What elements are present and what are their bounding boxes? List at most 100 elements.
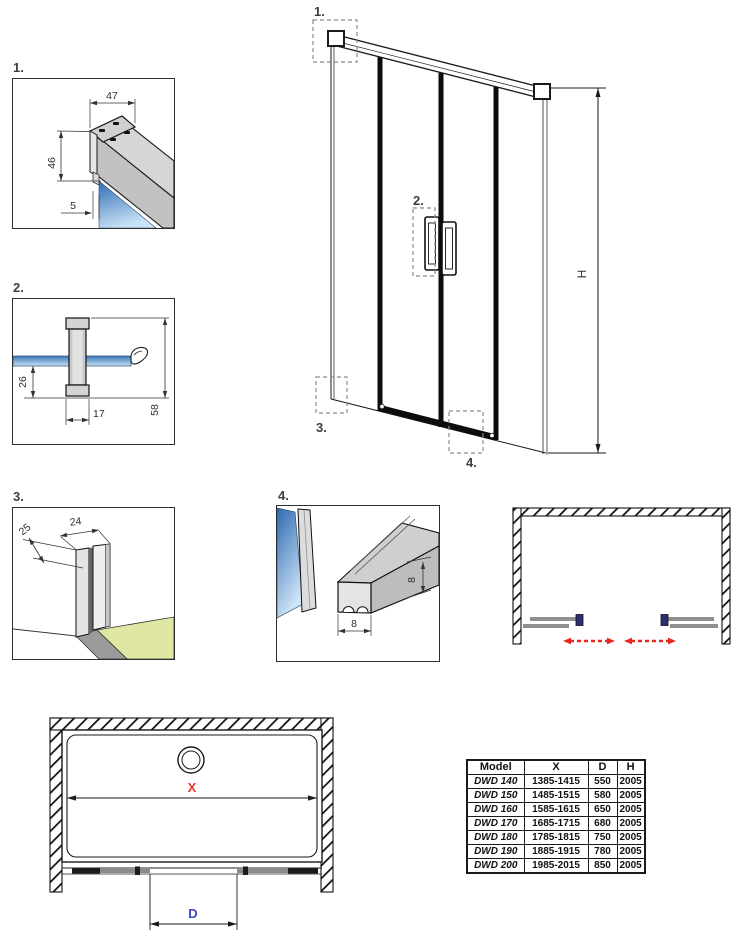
floor: [13, 616, 174, 659]
detail-1-box: 47 46 5: [12, 78, 175, 229]
callout-markers: 1. 2. 3. 4.: [312, 4, 484, 470]
table-row: DWD 200 1985-2015 850 2005: [466, 858, 646, 874]
width-label: X: [188, 780, 197, 795]
door-opening-label: D: [188, 906, 197, 921]
callout-4: 4.: [466, 455, 477, 470]
wall-profile: [75, 543, 111, 638]
table-row: DWD 170 1685-1715 680 2005: [466, 816, 646, 831]
dim-handle-width: 17: [65, 399, 105, 425]
detail-1-label: 1.: [13, 60, 24, 75]
detail-2-box: 26 17 58: [12, 298, 175, 445]
cell-model: DWD 190: [466, 844, 525, 859]
detail-4-drawing: 8 8: [277, 507, 439, 636]
table-row: DWD 190 1885-1915 780 2005: [466, 844, 646, 859]
cell-h: 2005: [616, 774, 646, 789]
detail-4-box: 8 8: [276, 505, 440, 662]
cell-model: DWD 160: [466, 802, 525, 817]
callout-3: 3.: [316, 420, 327, 435]
cell-h: 2005: [616, 844, 646, 859]
header-model: Model: [466, 759, 525, 775]
table-row: DWD 160 1585-1615 650 2005: [466, 802, 646, 817]
dim-profile-width: 24: [59, 515, 111, 550]
cell-d: 650: [587, 802, 618, 817]
table-header-row: Model X D H: [466, 759, 646, 775]
cell-h: 2005: [616, 802, 646, 817]
handle-knob: [65, 317, 90, 397]
cell-model: DWD 150: [466, 788, 525, 803]
dim-17-text: 17: [93, 408, 105, 420]
dim-bottom-offset: 26: [17, 366, 169, 399]
dim-47-text: 47: [106, 90, 118, 102]
cell-d: 680: [587, 816, 618, 831]
glass-panel: [277, 507, 317, 619]
opening-schematic: [512, 507, 731, 645]
width-dimension: X: [67, 780, 317, 801]
door-track: [62, 866, 322, 875]
bottom-threshold: [379, 403, 495, 440]
dim-profile-width: 8: [337, 614, 372, 636]
door-opening-dimension: D: [149, 874, 238, 930]
cell-x: 1685-1715: [523, 816, 589, 831]
cell-h: 2005: [616, 788, 646, 803]
header-h: H: [616, 759, 646, 775]
detail-3-box: 24 25: [12, 507, 175, 660]
dim-profile-height: 8: [406, 556, 432, 599]
cell-model: DWD 180: [466, 830, 525, 845]
detail-4-label: 4.: [278, 488, 289, 503]
walls: [49, 717, 334, 893]
height-dimension: H: [548, 87, 606, 454]
spec-table: Model X D H DWD 140 1385-1415 550 2005 D…: [466, 759, 646, 874]
table-row: DWD 180 1785-1815 750 2005: [466, 830, 646, 845]
drain: [177, 746, 205, 774]
shower-tray: [61, 729, 323, 863]
dim-25-text: 25: [17, 521, 34, 538]
dim-glass-offset: 5: [61, 191, 100, 219]
callout-1: 1.: [314, 4, 325, 19]
cell-model: DWD 200: [466, 858, 525, 874]
cell-h: 2005: [616, 858, 646, 874]
dim-8h-text: 8: [351, 618, 357, 630]
dim-5-text: 5: [70, 200, 76, 212]
cell-x: 1385-1415: [523, 774, 589, 789]
frame: [330, 33, 548, 455]
cell-d: 750: [587, 830, 618, 845]
walls: [512, 507, 731, 645]
cell-d: 850: [587, 858, 618, 874]
table-row: DWD 150 1485-1515 580 2005: [466, 788, 646, 803]
slide-direction-arrows: [563, 637, 676, 645]
door-elevation-drawing: H 1. 2. 3. 4.: [312, 4, 606, 470]
dim-26-text: 26: [17, 376, 29, 388]
cell-d: 580: [587, 788, 618, 803]
detail-1-drawing: 47 46 5: [46, 90, 174, 228]
height-label: H: [575, 270, 589, 279]
cell-h: 2005: [616, 830, 646, 845]
corner-caps: [327, 30, 551, 100]
top-rail-profile: [88, 115, 174, 228]
dim-handle-height: 58: [91, 317, 169, 416]
threshold-profile: [336, 515, 439, 614]
cell-x: 1485-1515: [523, 788, 589, 803]
cell-x: 1985-2015: [523, 858, 589, 874]
callout-2: 2.: [413, 193, 424, 208]
tray-plan-drawing: X D: [49, 717, 334, 930]
cell-x: 1585-1615: [523, 802, 589, 817]
header-x: X: [523, 759, 589, 775]
cell-h: 2005: [616, 816, 646, 831]
dim-8v-text: 8: [406, 577, 418, 583]
dim-58-text: 58: [149, 404, 161, 416]
detail-2-label: 2.: [13, 280, 24, 295]
cell-x: 1885-1915: [523, 844, 589, 859]
header-d: D: [587, 759, 618, 775]
detail-3-label: 3.: [13, 489, 24, 504]
cell-model: DWD 170: [466, 816, 525, 831]
detail-3-drawing: 24 25: [13, 515, 174, 659]
dim-46-text: 46: [46, 157, 58, 169]
cell-x: 1785-1815: [523, 830, 589, 845]
table-row: DWD 140 1385-1415 550 2005: [466, 774, 646, 789]
hook-clip: [130, 346, 149, 365]
dim-side-height: 46: [46, 130, 101, 182]
cell-d: 780: [587, 844, 618, 859]
cell-model: DWD 140: [466, 774, 525, 789]
dim-top-width: 47: [89, 90, 136, 128]
